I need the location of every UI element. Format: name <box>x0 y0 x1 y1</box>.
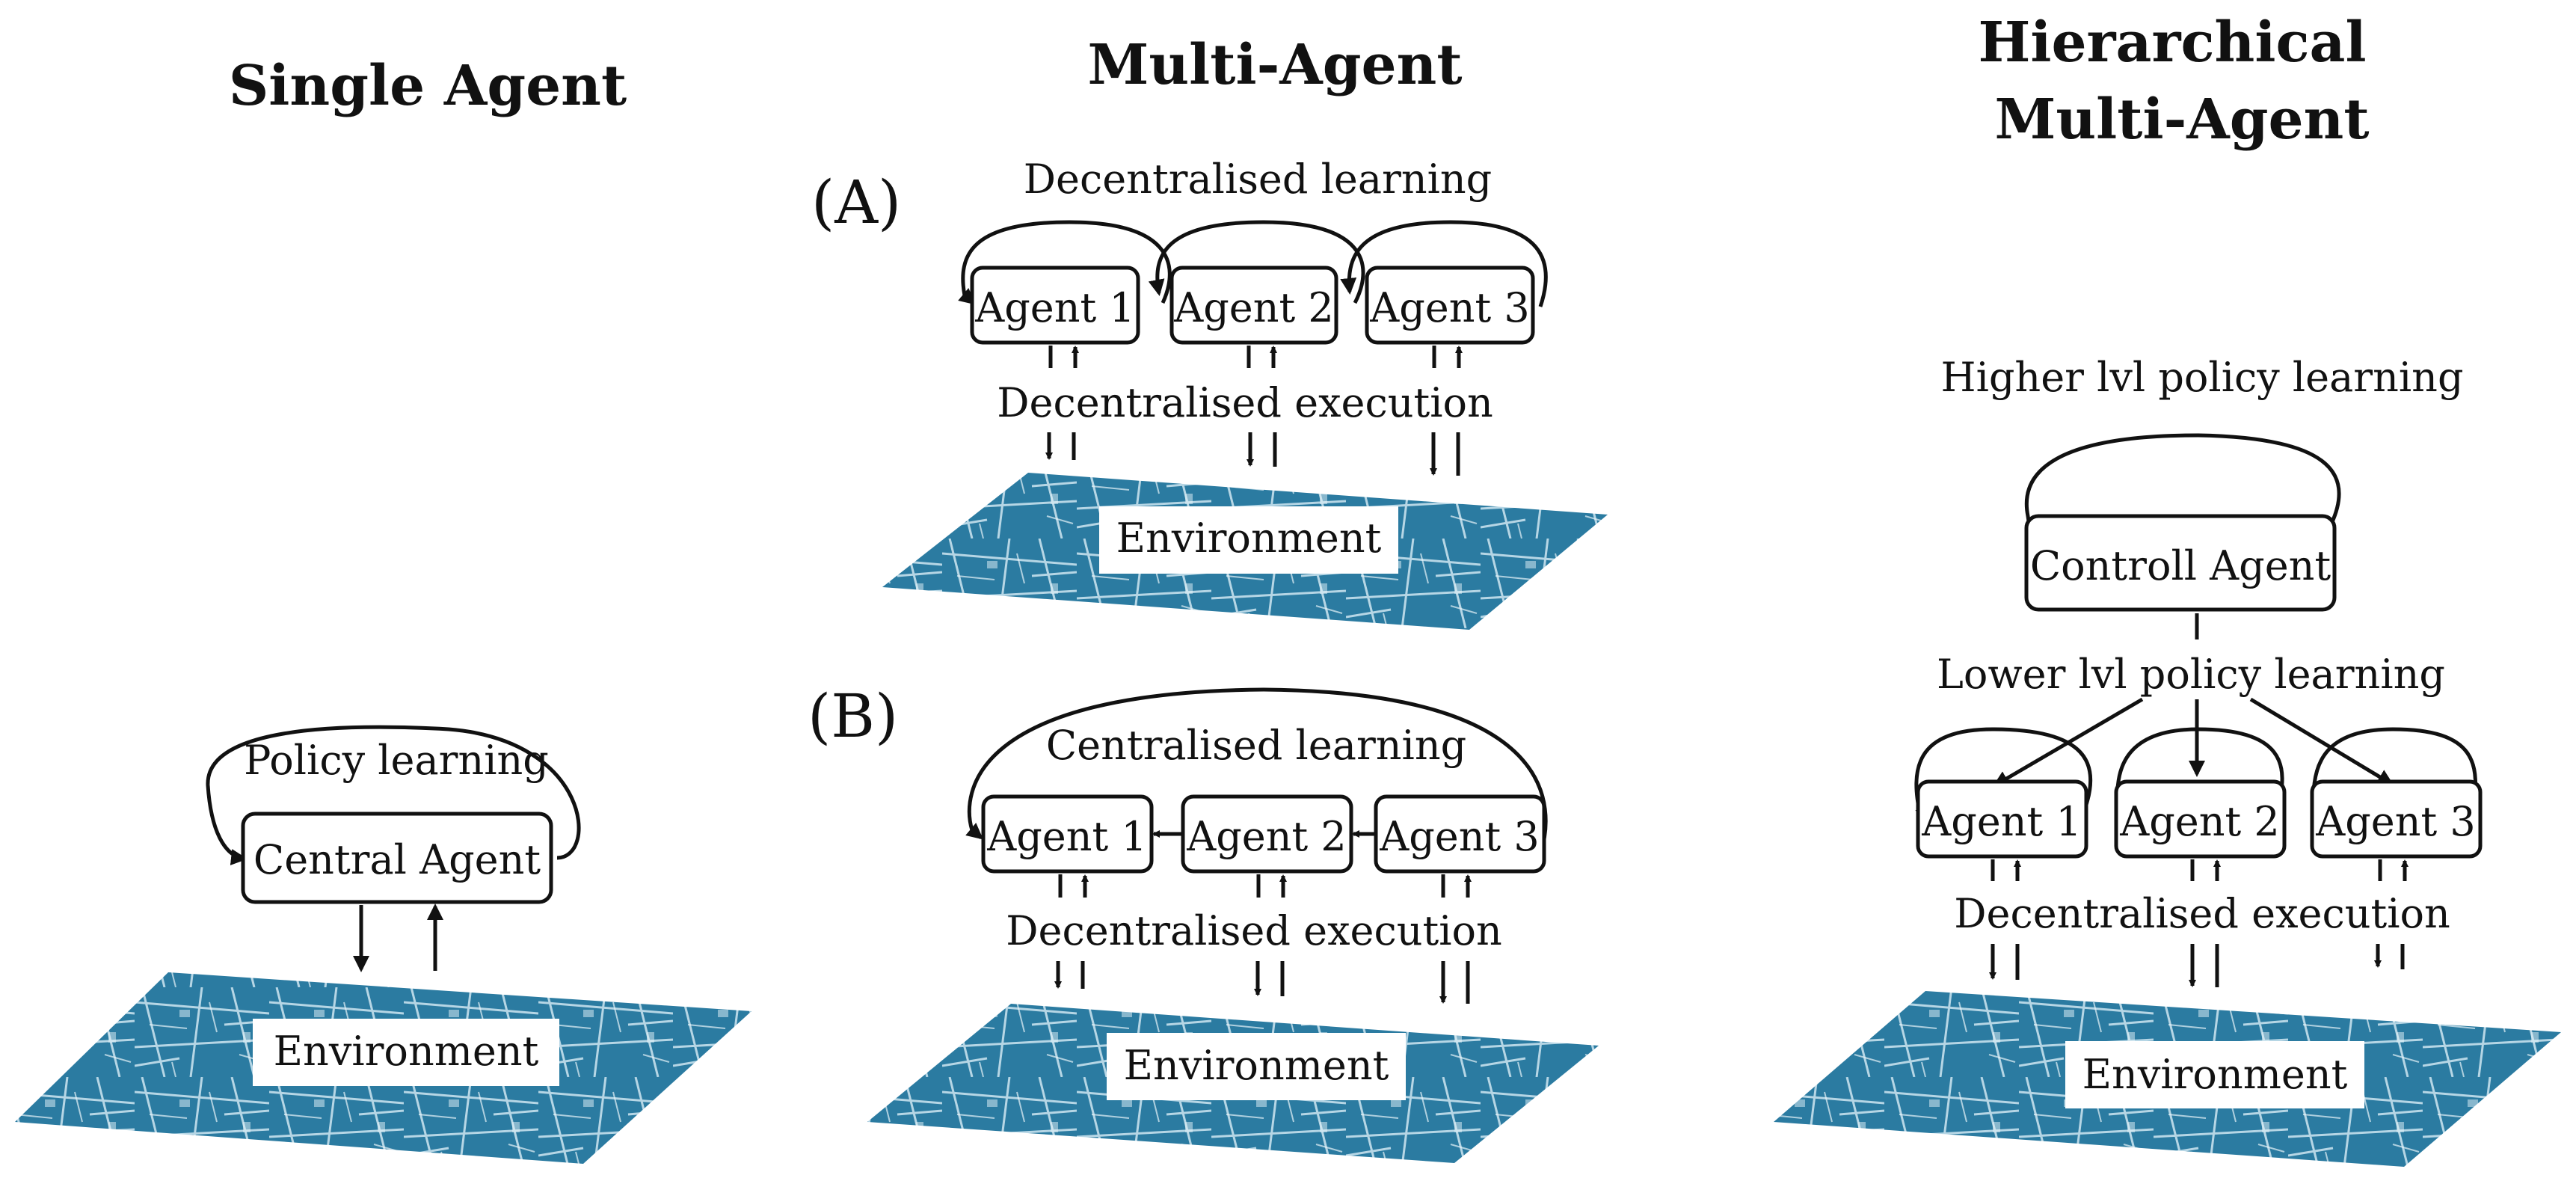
centralised-loop-arrow <box>965 687 1548 855</box>
agent1-loop-arrow <box>958 220 1172 305</box>
tag-a: (A) <box>811 168 901 237</box>
single-agent-title: Single Agent <box>229 54 627 118</box>
h-agent1-loop <box>1914 727 2093 817</box>
control-agent-label: Controll Agent <box>2030 542 2331 589</box>
hier-title-line2: Multi-Agent <box>1994 88 2369 152</box>
decentralised-learning-label: Decentralised learning <box>1024 156 1493 203</box>
agent1-box-b <box>981 794 1154 874</box>
environment-label: Environment <box>274 1028 539 1075</box>
h-agent3-label: Agent 3 <box>2315 798 2476 845</box>
decentralised-execution-label-a: Decentralised execution <box>997 379 1493 426</box>
h-agent3-loop <box>2310 727 2477 817</box>
control-loop-arrow <box>2024 433 2341 571</box>
higher-level-label: Higher lvl policy learning <box>1940 354 2463 401</box>
h-environment-label: Environment <box>2082 1051 2348 1098</box>
agent3-label: Agent 3 <box>1369 284 1530 331</box>
agent3-loop-arrow <box>1340 220 1548 307</box>
multi-agent-title: Multi-Agent <box>1087 33 1462 97</box>
agent2-loop-arrow <box>1148 220 1365 304</box>
h-agent3-box <box>2310 779 2483 859</box>
central-agent-label: Central Agent <box>253 836 541 883</box>
environment-label-b: Environment <box>1124 1042 1389 1089</box>
agent3-label-b: Agent 3 <box>1379 813 1540 860</box>
policy-loop-arrow <box>206 725 581 865</box>
h-agent1-label: Agent 1 <box>1921 798 2082 845</box>
decentralised-execution-label-b: Decentralised execution <box>1006 907 1502 954</box>
agent2-label-b: Agent 2 <box>1186 813 1347 860</box>
agent1-label-b: Agent 1 <box>986 813 1147 860</box>
agent1-label: Agent 1 <box>974 284 1135 331</box>
hier-title-line1: Hierarchical <box>1978 10 2366 75</box>
h-agent1-box <box>1916 779 2088 859</box>
h-agent2-box <box>2114 779 2287 859</box>
control-agent-box <box>2024 514 2337 612</box>
centralised-learning-label: Centralised learning <box>1046 722 1466 769</box>
h-agent2-loop <box>2114 727 2284 817</box>
multi-agent-a: (A) Decentralised learning Agent 1 Agent… <box>811 156 1608 630</box>
hierarchical-panel: Hierarchical Multi-Agent Higher lvl poli… <box>1774 10 2561 1167</box>
single-agent-panel: Single Agent Policy learning Central Age… <box>15 54 751 1164</box>
policy-learning-label: Policy learning <box>244 737 549 784</box>
h-agent2-label: Agent 2 <box>2119 798 2280 845</box>
multi-agent-panel: Multi-Agent (A) Decentralised learning A… <box>808 33 1608 1163</box>
lower-level-label: Lower lvl policy learning <box>1937 651 2445 698</box>
multi-agent-b: (B) Centralised learning Agent 1 Agent 2… <box>808 681 1599 1163</box>
agent1-box <box>970 266 1140 345</box>
h-decentralised-execution-label: Decentralised execution <box>1954 890 2450 937</box>
environment-label-a: Environment <box>1116 515 1382 562</box>
agent2-box <box>1169 266 1338 345</box>
agent2-label: Agent 2 <box>1173 284 1334 331</box>
central-agent-box <box>241 812 553 904</box>
tag-b: (B) <box>808 681 898 751</box>
agent3-box <box>1365 266 1535 345</box>
to-agent3-arrow <box>2249 697 2394 786</box>
